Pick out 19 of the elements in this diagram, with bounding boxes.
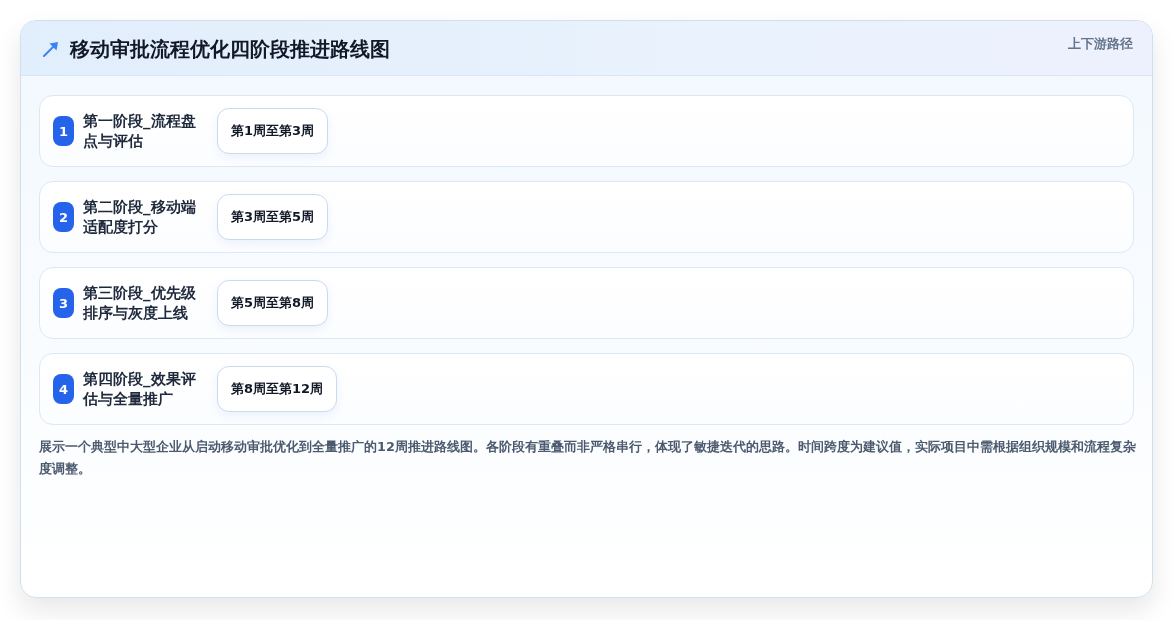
phase-card (39, 267, 1134, 339)
number-badge: 4 (53, 374, 74, 404)
week-range-tag: 第5周至第8周 (217, 280, 329, 326)
phase-name: 第二阶段_移动端适配度打分 (83, 197, 197, 237)
phase-card (39, 353, 1134, 425)
phase-name: 第一阶段_流程盘点与评估 (83, 111, 197, 151)
week-range-tag: 第1周至第3周 (217, 108, 329, 154)
week-range-tag: 第3周至第5周 (217, 194, 329, 240)
phase-card (39, 181, 1134, 253)
diagram-title: 移动审批流程优化四阶段推进路线图 (70, 37, 390, 61)
number-badge: 1 (53, 116, 74, 146)
phase-card (39, 95, 1134, 167)
week-range-tag: 第8周至第12周 (217, 366, 338, 412)
header-note: 上下游路径 (1068, 36, 1133, 52)
caption: 展示一个典型中大型企业从启动移动审批优化到全量推广的12周推进路线图。各阶段有重叠而非严格串行，体现了敏捷迭代的思路。时间跨度为建议值，实际项目中需根据组织规模和流程复杂度调整。 (39, 438, 1137, 478)
phase-name: 第四阶段_效果评估与全量推广 (83, 369, 197, 409)
number-badge: 3 (53, 288, 74, 318)
phase-name: 第三阶段_优先级排序与灰度上线 (83, 283, 197, 323)
number-badge: 2 (53, 202, 74, 232)
